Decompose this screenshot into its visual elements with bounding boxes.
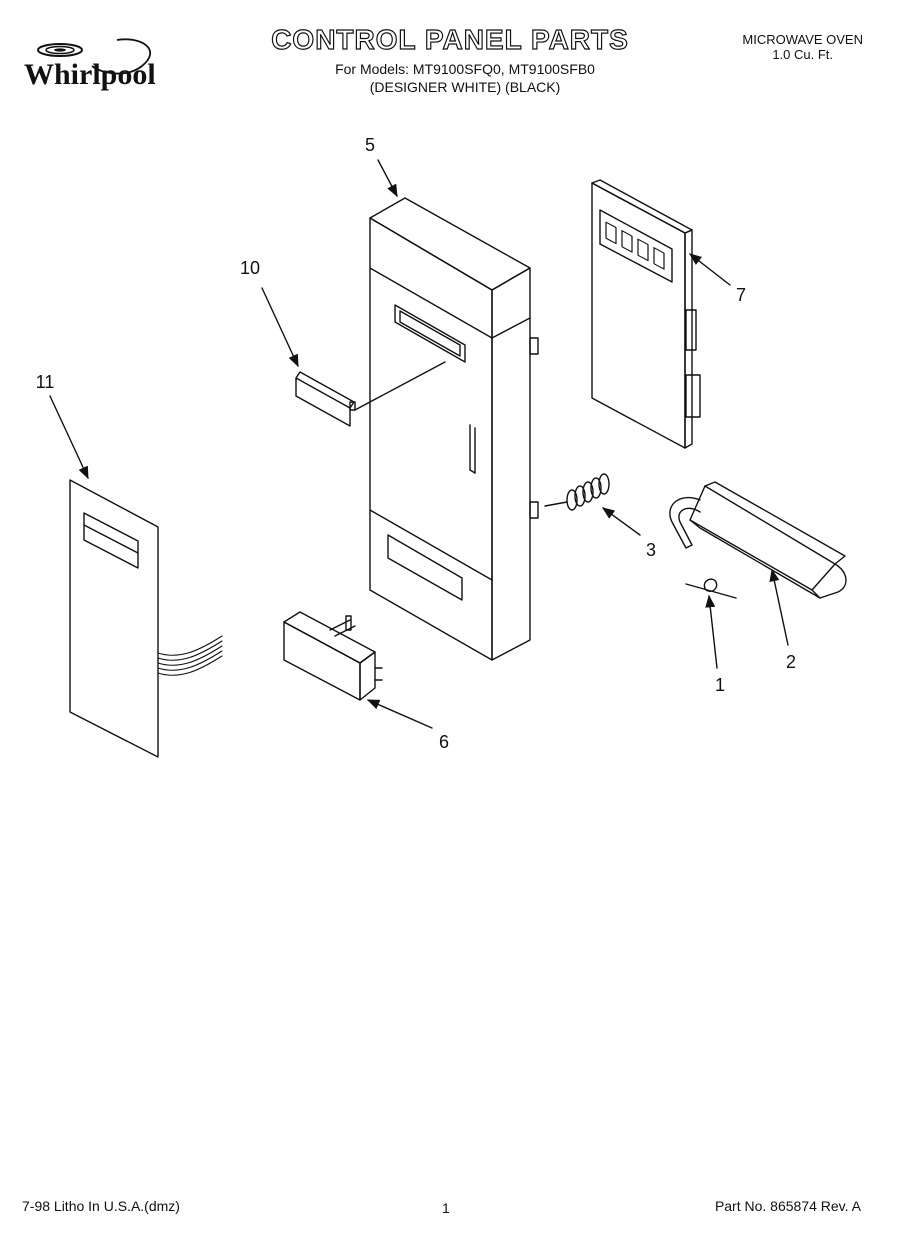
callout-2: 2 (785, 652, 797, 672)
callout-11: 11 (35, 372, 55, 392)
brand-logo-graphic: Whirlpool (24, 38, 156, 91)
callout-5: 5 (364, 135, 376, 155)
part-number: Part No. 865874 Rev. A (714, 1198, 861, 1214)
callout-3: 3 (645, 540, 657, 560)
part-5-control-panel-frame (369, 197, 539, 661)
callout-7: 7 (735, 285, 747, 305)
leader-part-1 (705, 594, 718, 669)
part-10-display-window (295, 361, 446, 427)
leader-part-7 (689, 253, 731, 286)
part-7-control-board (591, 179, 701, 449)
leader-part-5 (377, 159, 398, 198)
part-3-spring (544, 473, 610, 511)
leader-part-6 (366, 699, 433, 729)
callout-1: 1 (714, 675, 726, 695)
callout-10: 10 (239, 258, 261, 278)
whirlpool-logo: Whirlpool (22, 36, 187, 96)
part-6-door-button (283, 611, 383, 701)
part-1-spring-clip (685, 578, 737, 599)
page-title: CONTROL PANEL PARTS (271, 23, 629, 55)
product-capacity: 1.0 Cu. Ft. (772, 47, 834, 62)
print-info: 7-98 Litho In U.S.A.(dmz) (22, 1198, 180, 1214)
product-info: MICROWAVE OVEN 1.0 Cu. Ft. (742, 32, 863, 62)
models-line: For Models: MT9100SFQ0, MT9100SFB0 (335, 61, 595, 77)
colors-line: (DESIGNER WHITE) (BLACK) (369, 79, 561, 95)
leader-part-2 (769, 568, 789, 646)
part-11-touch-membrane (69, 479, 223, 758)
model-info: For Models: MT9100SFQ0, MT9100SFB0 (DESI… (300, 60, 630, 96)
leader-part-10 (261, 287, 299, 368)
page-number: 1 (442, 1200, 450, 1216)
brand-name: Whirlpool (24, 58, 156, 91)
part-2-latch-lever (669, 481, 847, 599)
product-type: MICROWAVE OVEN (742, 32, 863, 47)
leader-part-3 (601, 507, 641, 536)
leader-part-11 (49, 395, 89, 480)
callout-6: 6 (438, 732, 450, 752)
